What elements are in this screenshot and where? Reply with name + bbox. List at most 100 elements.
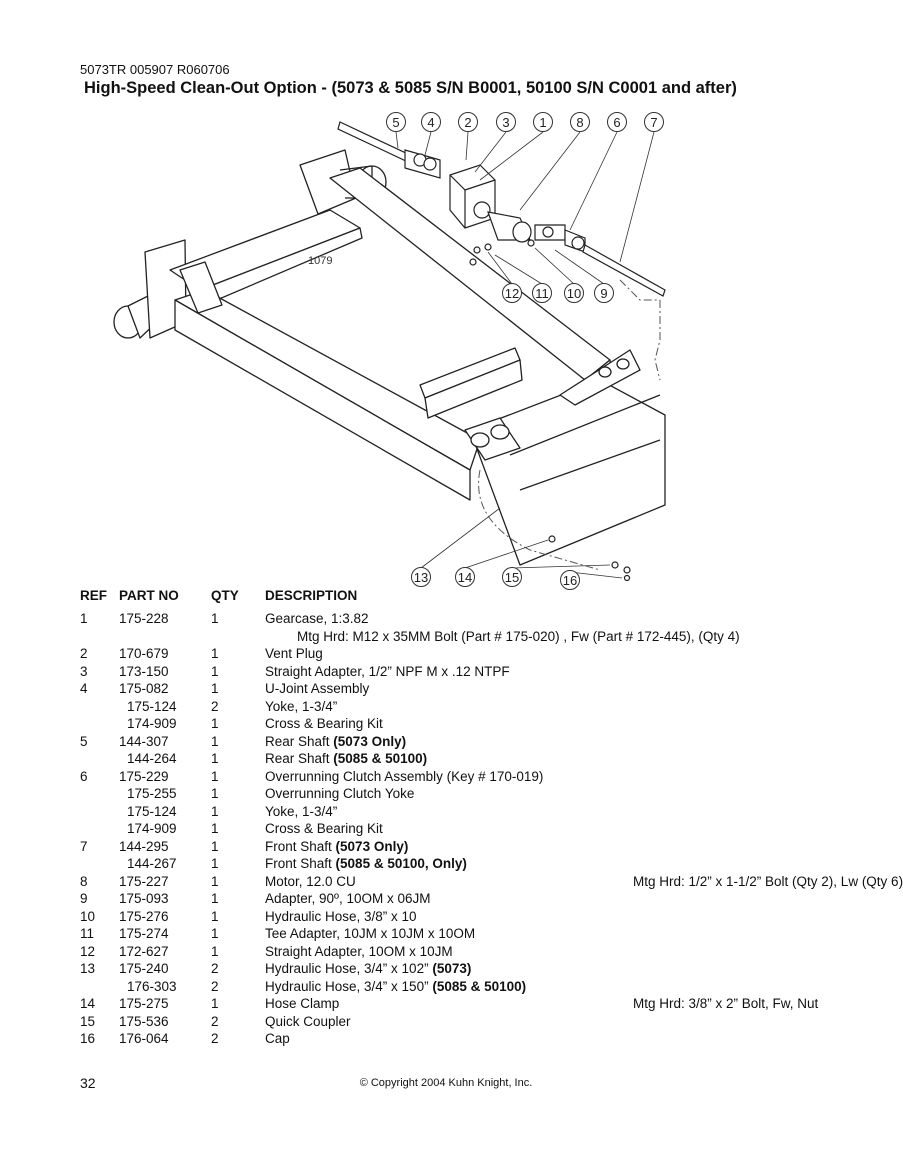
part-no-cell: 144-264 xyxy=(127,751,177,766)
callout-12: 12 xyxy=(502,283,522,303)
description-text: Cross & Bearing Kit xyxy=(265,821,383,836)
qty-cell: 1 xyxy=(211,891,219,906)
description-text: Yoke, 1-3/4” xyxy=(265,803,338,819)
qty-cell: 1 xyxy=(211,751,219,766)
part-no-cell: 170-679 xyxy=(119,646,169,661)
model-note: (5073 Only) xyxy=(333,733,407,749)
description-cell: Cap xyxy=(265,1030,840,1048)
description-text: Motor, 12.0 CU xyxy=(265,873,356,889)
part-no-cell: 174-909 xyxy=(127,821,177,836)
description-text: Front Shaft xyxy=(265,838,336,854)
qty-cell: 2 xyxy=(211,698,219,714)
ref-cell: 9 xyxy=(80,891,88,906)
document-code: 5073TR 005907 R060706 xyxy=(80,62,230,77)
callout-8: 8 xyxy=(570,112,590,132)
part-no-cell: 175-093 xyxy=(119,891,169,906)
callout-14: 14 xyxy=(455,567,475,587)
ref-cell xyxy=(80,628,119,646)
model-note: (5085 & 50100, Only) xyxy=(335,856,467,871)
ref-cell: 5 xyxy=(80,733,88,749)
part-no-cell: 144-267 xyxy=(127,856,177,871)
description-text: Tee Adapter, 10JM x 10JM x 10OM xyxy=(265,926,476,941)
model-note: (5073 Only) xyxy=(335,838,409,854)
qty-cell: 1 xyxy=(211,646,219,661)
ref-cell xyxy=(80,698,119,716)
description-cell: Hydraulic Hose, 3/8” x 10 xyxy=(265,908,840,926)
table-header-row: REF PART NO QTY DESCRIPTION xyxy=(80,588,840,610)
description-cell: Vent Plug xyxy=(265,645,840,663)
callout-5: 5 xyxy=(386,112,406,132)
part-no-header: PART NO xyxy=(119,588,179,603)
svg-text:3: 3 xyxy=(502,115,509,130)
part-no-cell: 175-082 xyxy=(119,681,169,696)
ref-cell xyxy=(80,855,119,873)
description-text: Cross & Bearing Kit xyxy=(265,716,383,731)
description-cell: Motor, 12.0 CU Mtg Hrd: 1/2” x 1-1/2” Bol… xyxy=(265,873,903,891)
description-cell: Rear Shaft (5073 Only) xyxy=(265,733,840,751)
part-no-cell: 175-536 xyxy=(119,1013,169,1029)
part-no-cell: 175-275 xyxy=(119,996,169,1011)
ref-cell xyxy=(80,715,119,733)
ref-cell: 14 xyxy=(80,996,96,1011)
description-cell: Yoke, 1-3/4” xyxy=(265,803,840,821)
copyright-notice: © Copyright 2004 Kuhn Knight, Inc. xyxy=(359,1077,533,1089)
page-number: 32 xyxy=(80,1075,96,1091)
ref-cell: 16 xyxy=(80,1031,96,1046)
description-cell: Gearcase, 1:3.82 xyxy=(265,610,840,628)
mounting-hardware-note: Mtg Hrd: 3/8” x 2” Bolt, Fw, Nut xyxy=(633,996,819,1011)
description-text: Overrunning Clutch Assembly (Key # 170-0… xyxy=(265,768,544,784)
description-cell: U-Joint Assembly xyxy=(265,680,840,698)
svg-text:16: 16 xyxy=(563,573,577,588)
svg-text:14: 14 xyxy=(458,570,472,585)
mounting-hardware-note: Mtg Hrd: 1/2” x 1-1/2” Bolt (Qty 2), Lw … xyxy=(633,873,903,889)
callout-10: 10 xyxy=(564,283,584,303)
qty-cell: 1 xyxy=(211,716,219,731)
description-text: Hydraulic Hose, 3/8” x 10 xyxy=(265,908,417,924)
ref-cell: 7 xyxy=(80,838,88,854)
description-cell: Front Shaft (5073 Only) xyxy=(265,838,840,856)
description-text: U-Joint Assembly xyxy=(265,681,370,696)
description-text: Quick Coupler xyxy=(265,1013,351,1029)
description-text: Vent Plug xyxy=(265,646,323,661)
description-text: Straight Adapter, 10OM x 10JM xyxy=(265,943,453,959)
description-cell: Straight Adapter, 1/2” NPF M x .12 NTPF xyxy=(265,663,840,681)
qty-cell: 2 xyxy=(211,978,219,994)
qty-cell: 1 xyxy=(211,611,219,626)
callout-9: 9 xyxy=(594,283,614,303)
ref-cell: 2 xyxy=(80,646,88,661)
qty-cell: 1 xyxy=(211,663,219,679)
table-row: 11 175-274 1 Tee Adapter, 10JM x 10JM x 10O… xyxy=(80,925,840,943)
part-no-cell: 175-229 xyxy=(119,768,169,784)
ref-cell: 11 xyxy=(80,926,95,941)
svg-text:13: 13 xyxy=(414,570,428,585)
callout-2: 2 xyxy=(458,112,478,132)
part-no-cell: 175-274 xyxy=(119,926,169,941)
qty-cell: 2 xyxy=(211,1013,219,1029)
description-text: Straight Adapter, 1/2” NPF M x .12 NTPF xyxy=(265,663,510,679)
description-cell: Hydraulic Hose, 3/4” x 150” (5085 & 5010… xyxy=(265,978,840,996)
model-note: (5085 & 50100) xyxy=(432,978,527,994)
qty-cell: 1 xyxy=(211,926,219,941)
part-no-cell: 174-909 xyxy=(127,716,177,731)
description-cell: Cross & Bearing Kit xyxy=(265,820,840,838)
svg-text:1: 1 xyxy=(539,115,546,130)
description-text: Cap xyxy=(265,1031,290,1046)
part-no-cell: 175-276 xyxy=(119,908,169,924)
qty-cell: 1 xyxy=(211,803,219,819)
qty-cell: 1 xyxy=(211,786,219,801)
description-cell: Quick Coupler xyxy=(265,1013,840,1031)
ref-cell: 12 xyxy=(80,943,96,959)
svg-text:11: 11 xyxy=(535,286,549,301)
